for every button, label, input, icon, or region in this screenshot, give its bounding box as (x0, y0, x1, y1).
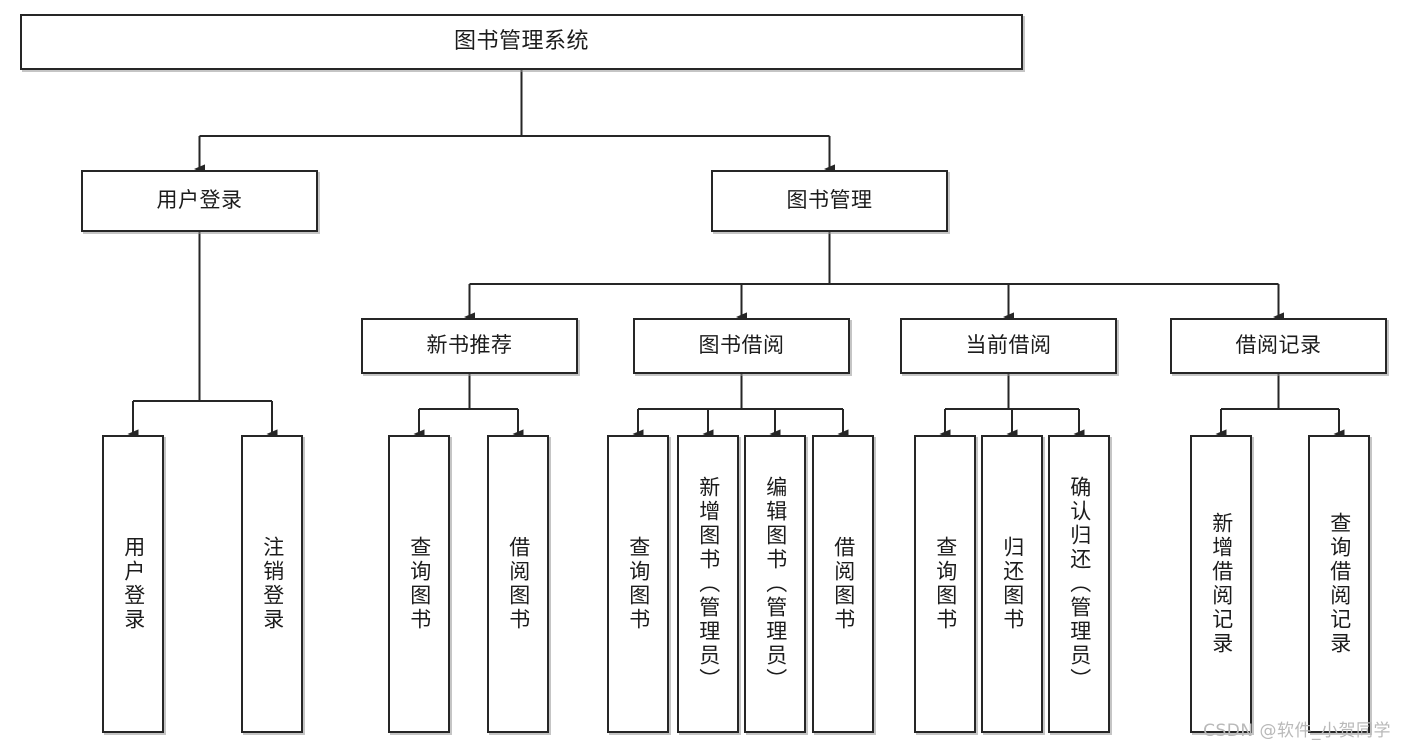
node-user-login[interactable]: 用户登录 (81, 170, 318, 232)
leaf-label-query-book-borrow: 查询图书 (626, 536, 651, 632)
leaf-label-user-login: 用户登录 (121, 536, 146, 632)
leaf-label-query-borrow-record: 查询借阅记录 (1327, 512, 1352, 656)
node-label-root: 图书管理系统 (453, 28, 589, 54)
node-label-user-login: 用户登录 (156, 188, 243, 213)
node-root[interactable]: 图书管理系统 (20, 14, 1023, 70)
node-current-borrow[interactable]: 当前借阅 (900, 318, 1117, 374)
node-book-management[interactable]: 图书管理 (711, 170, 948, 232)
leaf-borrow-book[interactable]: 借阅图书 (812, 435, 874, 733)
leaf-add-borrow-record[interactable]: 新增借阅记录 (1190, 435, 1252, 733)
node-book-borrow[interactable]: 图书借阅 (633, 318, 850, 374)
leaf-edit-book-admin[interactable]: 编辑图书（管理员） (744, 435, 806, 733)
node-borrow-record[interactable]: 借阅记录 (1170, 318, 1387, 374)
leaf-query-book-current[interactable]: 查询图书 (914, 435, 976, 733)
leaf-label-confirm-return-admin: 确认归还（管理员） (1067, 476, 1092, 692)
leaf-confirm-return-admin[interactable]: 确认归还（管理员） (1048, 435, 1110, 733)
leaf-label-borrow-book-recommend: 借阅图书 (506, 536, 531, 632)
leaf-logout-login[interactable]: 注销登录 (241, 435, 303, 733)
leaf-return-book[interactable]: 归还图书 (981, 435, 1043, 733)
leaf-label-return-book: 归还图书 (1000, 536, 1025, 632)
leaf-user-login[interactable]: 用户登录 (102, 435, 164, 733)
leaf-label-query-book-current: 查询图书 (933, 536, 958, 632)
leaf-query-book-borrow[interactable]: 查询图书 (607, 435, 669, 733)
leaf-borrow-book-recommend[interactable]: 借阅图书 (487, 435, 549, 733)
leaf-query-borrow-record[interactable]: 查询借阅记录 (1308, 435, 1370, 733)
leaf-label-logout-login: 注销登录 (260, 536, 285, 632)
leaf-add-book-admin[interactable]: 新增图书（管理员） (677, 435, 739, 733)
leaf-label-add-borrow-record: 新增借阅记录 (1209, 512, 1234, 656)
node-new-book-recommend[interactable]: 新书推荐 (361, 318, 578, 374)
node-label-new-book-recommend: 新书推荐 (426, 333, 513, 358)
leaf-label-edit-book-admin: 编辑图书（管理员） (763, 476, 788, 692)
leaf-label-query-book-recommend: 查询图书 (407, 536, 432, 632)
leaf-label-borrow-book: 借阅图书 (831, 536, 856, 632)
node-label-borrow-record: 借阅记录 (1235, 333, 1322, 358)
node-label-book-borrow: 图书借阅 (698, 333, 785, 358)
leaf-label-add-book-admin: 新增图书（管理员） (696, 476, 721, 692)
node-label-book-management: 图书管理 (786, 188, 873, 213)
node-label-current-borrow: 当前借阅 (965, 333, 1052, 358)
leaf-query-book-recommend[interactable]: 查询图书 (388, 435, 450, 733)
